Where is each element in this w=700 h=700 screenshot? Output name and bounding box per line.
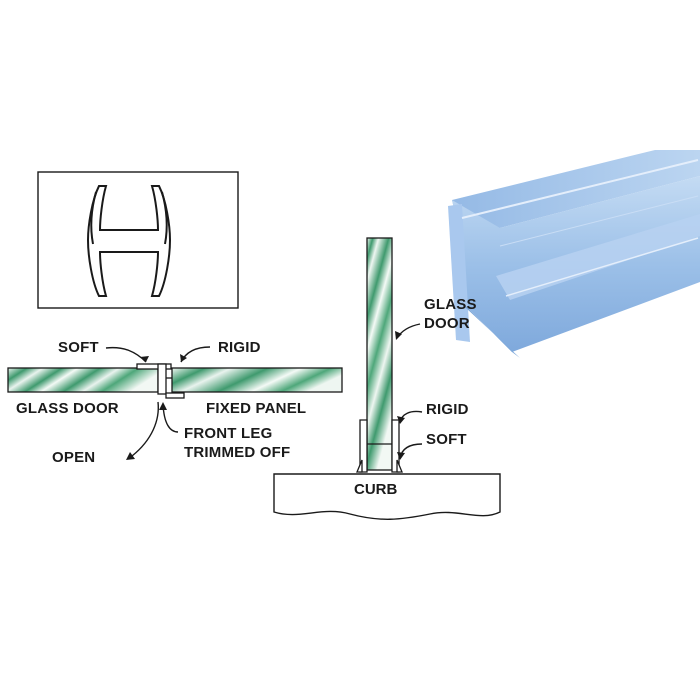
label-front-leg-2: TRIMMED OFF [184,444,290,461]
arrow-heads-left [126,354,187,460]
curb-block [273,473,501,520]
bottom-seal-section [356,419,403,473]
label-soft-right: SOFT [426,431,467,448]
seal-product-image [448,150,700,358]
label-soft-top: SOFT [58,339,99,356]
label-front-leg-1: FRONT LEG [184,425,272,442]
label-rigid-top: RIGID [218,339,261,356]
label-glass-line1: GLASS [424,296,477,313]
label-rigid-right: RIGID [426,401,469,418]
glass-door-vertical-pane [366,237,393,471]
profile-inset-box [37,171,239,309]
h-seal-section [136,363,185,399]
label-curb: CURB [354,481,397,498]
glass-door-left-pane [7,367,159,393]
label-glass-line2: DOOR [424,315,470,332]
label-open: OPEN [52,449,95,466]
fixed-panel-pane [171,367,343,393]
h-profile-icon [86,185,172,297]
leader-lines-middle [396,323,423,459]
label-glass-door-left: GLASS DOOR [16,400,119,417]
arrow-heads-middle [395,331,405,460]
label-fixed-panel: FIXED PANEL [206,400,306,417]
